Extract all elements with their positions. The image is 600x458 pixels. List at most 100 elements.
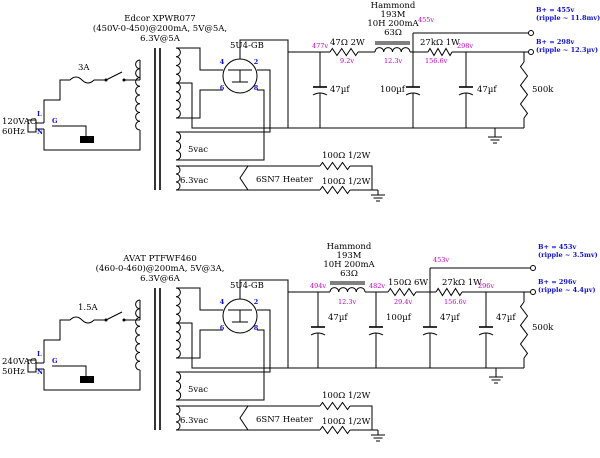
choke-label: 63Ω [384,28,402,38]
6v3ac-label: 6.3vac [180,176,208,186]
node-voltage: 477v [312,42,328,50]
heater-resistor-2-label: 100Ω 1/2W [322,177,371,187]
switch-blade [105,311,123,321]
voltage-drop: 156.6v [425,57,448,65]
filter-cap-1 [310,292,326,368]
heater-resistor-1-label: 100Ω 1/2W [322,151,371,161]
filter-choke [374,41,411,53]
bleeder-resistor [519,61,529,119]
plate-wire [176,47,223,71]
rectifier-pin-label: 8 [254,84,259,92]
6v3-winding [175,405,181,431]
choke-label: 10H 200mA [323,260,375,270]
live-wire [43,79,70,123]
filament-wire [176,89,265,161]
heater-ground [371,190,385,202]
fuse-rating-label: 3A [78,63,90,73]
neutral-wire [43,129,141,151]
series-resistor-2 [427,47,453,57]
transformer-name: Edcor XPWR077 [124,14,195,24]
choke-label: 193M [337,251,362,261]
plug-body [27,359,37,373]
plug-G-label: G [52,357,58,365]
choke-winding [329,287,366,293]
choke-label: Hammond [327,242,372,252]
6v3ac-label: 6.3vac [180,416,208,426]
heater-ground [371,430,385,442]
fuse [69,76,95,84]
heater-label: 6SN7 Heater [256,175,314,185]
output-terminal [530,289,536,295]
node-voltage: 296v [478,282,494,290]
plug-L-label: L [37,110,42,118]
earth-block [80,136,94,143]
5v-winding [175,371,182,401]
filter-cap-1-label: 47µf [330,85,350,95]
choke-label: 10H 200mA [367,19,419,29]
rectifier-pin-label: 4 [220,58,225,66]
voltage-drop: 12.3v [384,57,402,65]
choke-label: 193M [381,10,406,20]
center-tap-wire [176,322,288,369]
fuse-element [69,76,95,84]
heater-wire [350,405,373,431]
output-1-label: B+ = 455v [536,6,574,14]
fuse-rating-label: 1.5A [78,303,99,313]
output-terminal [530,265,536,271]
output-1-ripple: (ripple ~ 3.5mv) [538,251,598,259]
rectifier-output-wire [239,279,289,299]
rectifier-output-wire [239,39,289,59]
main-ground [489,372,503,384]
bleeder-label: 500k [532,85,554,95]
bleeder-label: 500k [532,323,554,333]
node-voltage: 482v [369,282,385,290]
rectifier-pin-label: 6 [220,84,225,92]
series-resistor-2-label: 27kΩ 1W [442,278,482,288]
earth-wire [52,125,87,136]
filament-wire [176,309,271,373]
switch-contact [104,78,108,82]
plug-G-label: G [52,117,58,125]
heater-resistor-2 [319,185,351,195]
voltage-drop: 29.4v [394,298,412,306]
fuse-element [69,316,95,324]
output-2-ripple: (ripple ~ 12.3µv) [536,46,598,54]
output-2-ripple: (ripple ~ 4.4µv) [538,286,596,294]
mains-voltage-label: 120VAC [2,117,36,127]
rectifier-label: 5U4-GB [230,281,264,291]
filter-cap-2 [368,292,384,368]
node-voltage: 298v [457,42,473,50]
choke-label: 63Ω [340,269,358,279]
filament-wire [176,329,265,401]
power-switch [94,311,126,322]
5vac-label: 5vac [188,145,208,155]
output-1-ripple: (ripple ~ 11.8mv) [536,14,600,22]
filter-cap-3-label: 47µf [440,313,460,323]
filter-cap-1-label: 47µf [328,313,348,323]
node-voltage: 494v [310,282,326,290]
plug-N-label: N [37,128,43,136]
earth-wire [52,365,87,376]
filter-cap-2 [405,52,421,128]
5v-winding [175,131,182,161]
rectifier-label: 5U4-GB [230,41,264,51]
fuse [69,316,95,324]
mains-plug [27,359,44,373]
power-switch [94,71,126,82]
neutral-wire [43,369,141,391]
transformer-spec-2: 6.3V@5A [140,34,181,44]
main-ground [488,132,502,144]
rectifier-pin-label: 2 [254,58,259,66]
filter-cap-3 [458,52,474,128]
heater-resistor-1 [319,161,351,171]
filament-wire [176,69,271,133]
heater-label: 6SN7 Heater [256,415,314,425]
rectifier-tube [222,58,258,94]
series-resistor-2 [435,287,463,297]
heater-resistor-2-label: 100Ω 1/2W [322,417,371,427]
plug-L-label: L [37,350,42,358]
primary-winding [135,59,141,131]
